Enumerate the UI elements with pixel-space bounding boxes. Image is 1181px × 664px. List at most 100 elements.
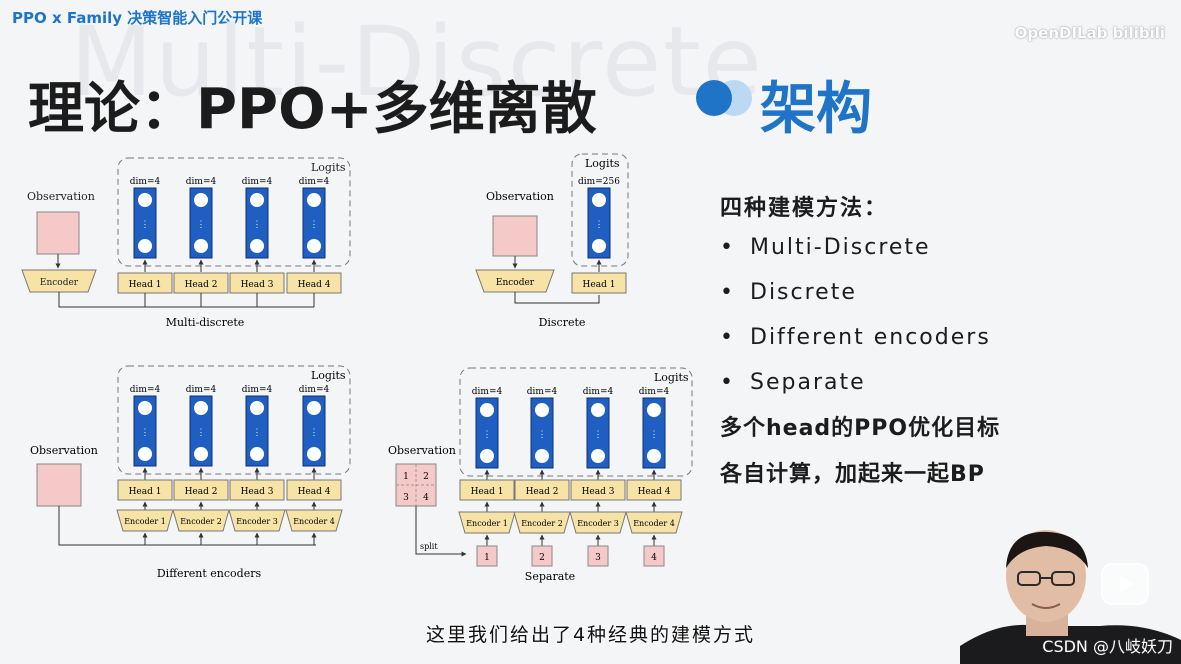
s-logit-block-2 [530, 397, 554, 469]
svg-text:⋮: ⋮ [650, 430, 659, 440]
svg-text:⋮: ⋮ [197, 428, 206, 438]
multi-discrete-diagram: Observation Encoder Logits dim=4 ⋮ Head … [21, 157, 351, 329]
md-logit-block-1 [133, 187, 157, 259]
de-encoder-4-label: Encoder 4 [293, 517, 335, 526]
md-encoder-block [21, 269, 97, 293]
de-head-4 [286, 479, 342, 501]
md-encoder-label: Encoder [40, 278, 79, 288]
md-logit-block-3 [245, 187, 269, 259]
d-logit-block [587, 187, 611, 259]
d-encoder-block [475, 269, 555, 293]
de-caption: Different encoders [157, 567, 262, 580]
s-split-label: split [420, 542, 438, 551]
md-head-3-label: Head 3 [241, 280, 274, 290]
de-logits-group [117, 365, 351, 475]
d-encoder-label: Encoder [496, 278, 535, 288]
brand-logo: OpenDILab bilibili [1014, 24, 1165, 42]
methods-list: •Multi-Discrete •Discrete •Different enc… [720, 228, 991, 408]
de-head-3 [229, 479, 285, 501]
method-item: •Multi-Discrete [720, 235, 931, 260]
md-dim-3: dim=4 [242, 177, 273, 187]
slide-title-accent: 架构 [760, 77, 872, 142]
separate-diagram: Observation 1 2 3 4 split Logits dim=4 ⋮… [388, 367, 693, 583]
s-encoder-3-label: Encoder 3 [577, 519, 619, 528]
video-subtitle: 这里我们给出了4种经典的建模方式 [425, 624, 756, 646]
md-caption: Multi-discrete [166, 316, 245, 329]
svg-text:⋮: ⋮ [253, 428, 262, 438]
play-icon[interactable] [1100, 562, 1150, 606]
method-item: •Separate [720, 370, 866, 395]
s-grid-3: 3 [403, 493, 409, 503]
de-encoder-2-label: Encoder 2 [180, 517, 222, 526]
de-encoder-1-label: Encoder 1 [124, 517, 166, 526]
s-caption: Separate [525, 570, 575, 583]
title-dots-icon [696, 80, 752, 116]
s-encoder-2-label: Encoder 2 [521, 519, 563, 528]
note-line-1: 多个head的PPO优化目标 [720, 416, 1001, 441]
s-logits-label: Logits [654, 371, 689, 384]
md-logit-block-4 [302, 187, 326, 259]
s-encoder-1 [458, 511, 516, 534]
de-dim-1: dim=4 [130, 385, 161, 395]
de-encoder-1 [116, 509, 174, 532]
md-dim-4: dim=4 [299, 177, 330, 187]
md-head-1-label: Head 1 [129, 280, 162, 290]
d-head [571, 272, 627, 294]
de-logit-block-3 [245, 395, 269, 467]
s-head-4 [626, 479, 682, 501]
s-input-4-label: 4 [651, 553, 657, 563]
s-head-2-label: Head 2 [526, 487, 559, 497]
d-dim: dim=256 [578, 177, 620, 187]
de-observation-box [36, 463, 82, 507]
de-observation-label: Observation [30, 444, 98, 457]
method-label: Discrete [750, 280, 857, 305]
svg-text:⋮: ⋮ [538, 430, 547, 440]
s-encoder-4 [625, 511, 683, 534]
s-encoder-2 [513, 511, 571, 534]
method-label: Multi-Discrete [750, 235, 931, 260]
d-observation-label: Observation [486, 190, 554, 203]
de-encoder-3-label: Encoder 3 [236, 517, 278, 526]
s-dim-1: dim=4 [472, 387, 503, 397]
d-head-label: Head 1 [583, 280, 616, 290]
s-dim-4: dim=4 [639, 387, 670, 397]
de-logit-block-4 [302, 395, 326, 467]
md-dim-1: dim=4 [130, 177, 161, 187]
s-head-1 [459, 479, 515, 501]
different-encoders-diagram: Observation Logits dim=4 ⋮ Head 1 Encode… [30, 365, 351, 580]
method-item: •Different encoders [720, 325, 991, 350]
svg-text:⋮: ⋮ [141, 428, 150, 438]
de-dim-2: dim=4 [186, 385, 217, 395]
csdn-watermark: CSDN @八岐妖刀 [1042, 637, 1173, 656]
s-input-2-label: 2 [539, 553, 545, 563]
s-head-3-label: Head 3 [582, 487, 615, 497]
s-grid-1: 1 [403, 472, 409, 482]
de-encoder-2 [172, 509, 230, 532]
svg-text:⋮: ⋮ [310, 220, 319, 230]
md-observation-box [36, 211, 80, 255]
svg-text:⋮: ⋮ [595, 220, 604, 230]
s-head-3 [570, 479, 626, 501]
svg-text:⋮: ⋮ [197, 220, 206, 230]
svg-text:⋮: ⋮ [483, 430, 492, 440]
de-dim-3: dim=4 [242, 385, 273, 395]
s-logits-group [459, 367, 693, 477]
s-logit-block-3 [586, 397, 610, 469]
s-dim-3: dim=4 [583, 387, 614, 397]
method-item: •Discrete [720, 280, 857, 305]
md-head-2-label: Head 2 [185, 280, 218, 290]
de-dim-4: dim=4 [299, 385, 330, 395]
de-head-1 [117, 479, 173, 501]
method-label: Different encoders [750, 325, 991, 350]
de-head-2 [173, 479, 229, 501]
de-head-2-label: Head 2 [185, 487, 218, 497]
s-grid-2: 2 [423, 472, 429, 482]
course-title: PPO x Family 决策智能入门公开课 [12, 9, 263, 27]
svg-text:⋮: ⋮ [253, 220, 262, 230]
s-observation-label: Observation [388, 444, 456, 457]
s-encoder-4-label: Encoder 4 [633, 519, 675, 528]
s-encoder-3 [569, 511, 627, 534]
s-head-4-label: Head 4 [638, 487, 671, 497]
slide-title: 理论：PPO+多维离散 [28, 77, 597, 142]
de-logit-block-1 [133, 395, 157, 467]
